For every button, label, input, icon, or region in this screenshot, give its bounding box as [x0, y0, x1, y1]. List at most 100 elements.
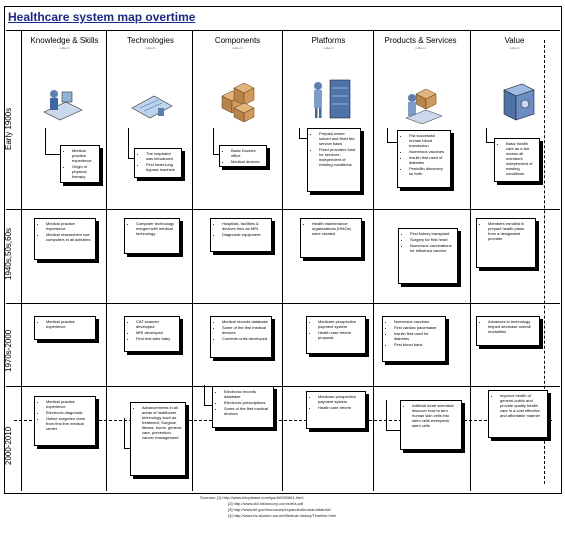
- bullet-item: Medical practice experience: [46, 399, 92, 409]
- bullet-item: Medical practice experience: [46, 221, 92, 231]
- bullet-item: Origin of physical therapy: [72, 164, 96, 179]
- col-sub-value: nulla cn: [509, 46, 520, 50]
- bullet-list: Advances in technology helped decrease o…: [480, 319, 536, 334]
- bullet-item: Insulin first used for diabetes: [394, 331, 442, 341]
- cell-box-components-early: Basic Doctors officeMedical devices: [219, 145, 267, 167]
- bullet-item: Medicare prospective payment system: [318, 394, 362, 404]
- sources-note: Sources: [1] http://www.infoplease.com/i…: [200, 495, 336, 519]
- bullet-item: First test-tube baby: [136, 336, 176, 341]
- bullet-item: Electronic records database: [224, 389, 270, 399]
- bullet-item: Fist successful human blood transfusion: [409, 133, 447, 148]
- col-sub-platforms: nulla cn: [323, 46, 334, 50]
- bullet-list: Computer technology merged with medical …: [128, 221, 176, 236]
- bullet-list: Medical practice experienceElectronic di…: [38, 399, 92, 431]
- header-top-line: [6, 30, 560, 31]
- bullet-item: Hospitals, facilities & devices thus as …: [222, 221, 268, 231]
- bullet-list: Numerous vaccinesFirst cardiac pacemaker…: [386, 319, 442, 347]
- cell-box-platforms-1970s: Medicare prospective payment systemHealt…: [306, 316, 366, 354]
- connector: [213, 128, 220, 155]
- cell-box-components-2000s: Electronic records databaseElectronic pr…: [212, 386, 274, 428]
- bullet-list: First kidney transplantSurgery for first…: [402, 231, 454, 253]
- cell-box-products-2000s: Artificial heart scientists discover how…: [400, 400, 462, 450]
- row-label-early-1900s: Early 1900s: [4, 107, 13, 150]
- cell-box-platforms-2000s: Medicare prospective payment systemHealt…: [306, 391, 366, 429]
- server-person-icon: [314, 79, 351, 119]
- col-divider-4: [373, 30, 374, 491]
- bullet-item: First blood bank: [394, 342, 442, 347]
- bullet-item: First kidney transplant: [410, 231, 454, 236]
- bullet-item: Medical practice experience: [46, 319, 92, 329]
- diagram-frame: [4, 6, 562, 494]
- bullet-item: Diagnostic equipment: [222, 232, 268, 237]
- col-divider-5: [470, 30, 471, 491]
- cell-box-technologies-2000s: Advancements in all areas of healthcare …: [130, 402, 186, 476]
- bullet-item: Artificial heart scientists discover how…: [412, 403, 458, 428]
- bullet-item: Numerous vaccinations for influenza vacc…: [410, 243, 454, 253]
- connector: [45, 128, 60, 155]
- bullet-item: First heart-lung bypass machine: [146, 162, 178, 172]
- cell-box-knowledge-early: Medical practice experienceOrigin of phy…: [60, 145, 100, 183]
- bullet-item: Members enrolled in prepaid health plans…: [488, 221, 532, 241]
- cell-box-platforms-1940s: Health maintenance organizations (HMOs) …: [300, 218, 362, 258]
- bullet-list: Health maintenance organizations (HMOs) …: [304, 221, 358, 236]
- bullet-list: Basic Doctors officeMedical devices: [223, 148, 263, 164]
- bullet-list: Medicare prospective payment systemHealt…: [310, 319, 362, 340]
- bullet-item: Medical practice experience: [72, 148, 96, 163]
- doctor-desk-icon: [43, 90, 83, 121]
- bullet-item: Medical researchers use computers in all…: [46, 232, 92, 242]
- boxes-icon: [221, 82, 255, 123]
- bullet-list: Advancements in all areas of healthcare …: [134, 405, 182, 440]
- bullet-item: Improve health of general public and pro…: [500, 393, 544, 418]
- row-divider-2: [6, 303, 560, 304]
- bullet-list: Fist successful human blood transfusionN…: [401, 133, 447, 176]
- col-divider-3: [282, 30, 283, 491]
- bullet-list: Medicare prospective payment systemHealt…: [310, 394, 362, 410]
- bullet-item: Insulin first used of diabetes: [409, 155, 447, 165]
- connector: [128, 128, 135, 159]
- bullet-list: Electronic records databaseElectronic pr…: [216, 389, 270, 416]
- col-sub-technologies: nulla cn: [145, 46, 156, 50]
- bullet-list: Medical practice experienceOrigin of phy…: [64, 148, 96, 179]
- connector: [386, 400, 401, 431]
- col-sub-components: nulla cn: [232, 46, 243, 50]
- bullet-list: Medical practice experience: [38, 319, 92, 329]
- bullet-item: Prepaid owner solved and fixed fee servi…: [319, 131, 357, 146]
- bullet-item: Medical devices: [231, 159, 263, 164]
- cell-box-platforms-early: Prepaid owner solved and fixed fee servi…: [307, 128, 361, 192]
- blueprint-icon: [131, 95, 173, 119]
- cell-box-components-1940s: Hospitals, facilities & devices thus as …: [210, 218, 272, 252]
- cell-box-technologies-1940s: Computer technology merged with medical …: [124, 218, 180, 254]
- cell-box-knowledge-2000s: Medical practice experienceElectronic di…: [34, 396, 96, 446]
- page-title: Healthcare system map overtime: [8, 10, 196, 24]
- col-header-knowledge: Knowledge & Skills: [30, 36, 99, 45]
- row-label-1970s-2000: 1970s-2000: [4, 329, 13, 372]
- cell-box-products-1970s: Numerous vaccinesFirst cardiac pacemaker…: [382, 316, 446, 362]
- bullet-list: Basic health care as a fair means all me…: [498, 141, 536, 176]
- col-header-value: Value: [504, 36, 525, 45]
- bullet-item: Advances in technology helped decrease o…: [488, 319, 536, 334]
- bullet-item: The respirator was introduced: [146, 151, 178, 161]
- bullet-item: First cardiac pacemaker: [394, 325, 442, 330]
- bullet-item: Advancements in all areas of healthcare …: [142, 405, 182, 440]
- source-line: [2] http://www.old.histoncorp.com/sirt/a…: [228, 501, 304, 506]
- bullet-item: Fixed providers fund for services indepe…: [319, 147, 357, 167]
- cell-box-products-1940s: First kidney transplantSurgery for first…: [398, 228, 458, 284]
- bullet-list: Medical records databaseSome of the firs…: [214, 319, 268, 341]
- col-header-platforms: Platforms: [311, 36, 346, 45]
- cell-box-value-1970s: Advances in technology helped decrease o…: [476, 316, 540, 346]
- bullet-item: Basic Doctors office: [231, 148, 263, 158]
- bullet-item: Contents units developed: [222, 336, 268, 341]
- bullet-item: Some of the first medical devices: [222, 325, 268, 335]
- cell-box-value-2000s: Improve health of general public and pro…: [488, 390, 548, 438]
- dashed-horizontal-guide: [14, 420, 552, 421]
- bullet-list: Medical practice experienceMedical resea…: [38, 221, 92, 242]
- bullet-list: Prepaid owner solved and fixed fee servi…: [311, 131, 357, 167]
- col-sub-products: nulla cn: [415, 46, 426, 50]
- col-header-technologies: Technologies: [127, 36, 174, 45]
- row-divider-3: [6, 386, 560, 387]
- cell-box-components-1970s: Medical records databaseSome of the firs…: [210, 316, 272, 358]
- bullet-list: Improve health of general public and pro…: [492, 393, 544, 418]
- bullet-list: Members enrolled in prepaid health plans…: [480, 221, 532, 241]
- delivery-person-icon: [405, 88, 443, 124]
- source-line: [4] http://www.hs.alumni.usa.ne/Medical-…: [228, 513, 337, 518]
